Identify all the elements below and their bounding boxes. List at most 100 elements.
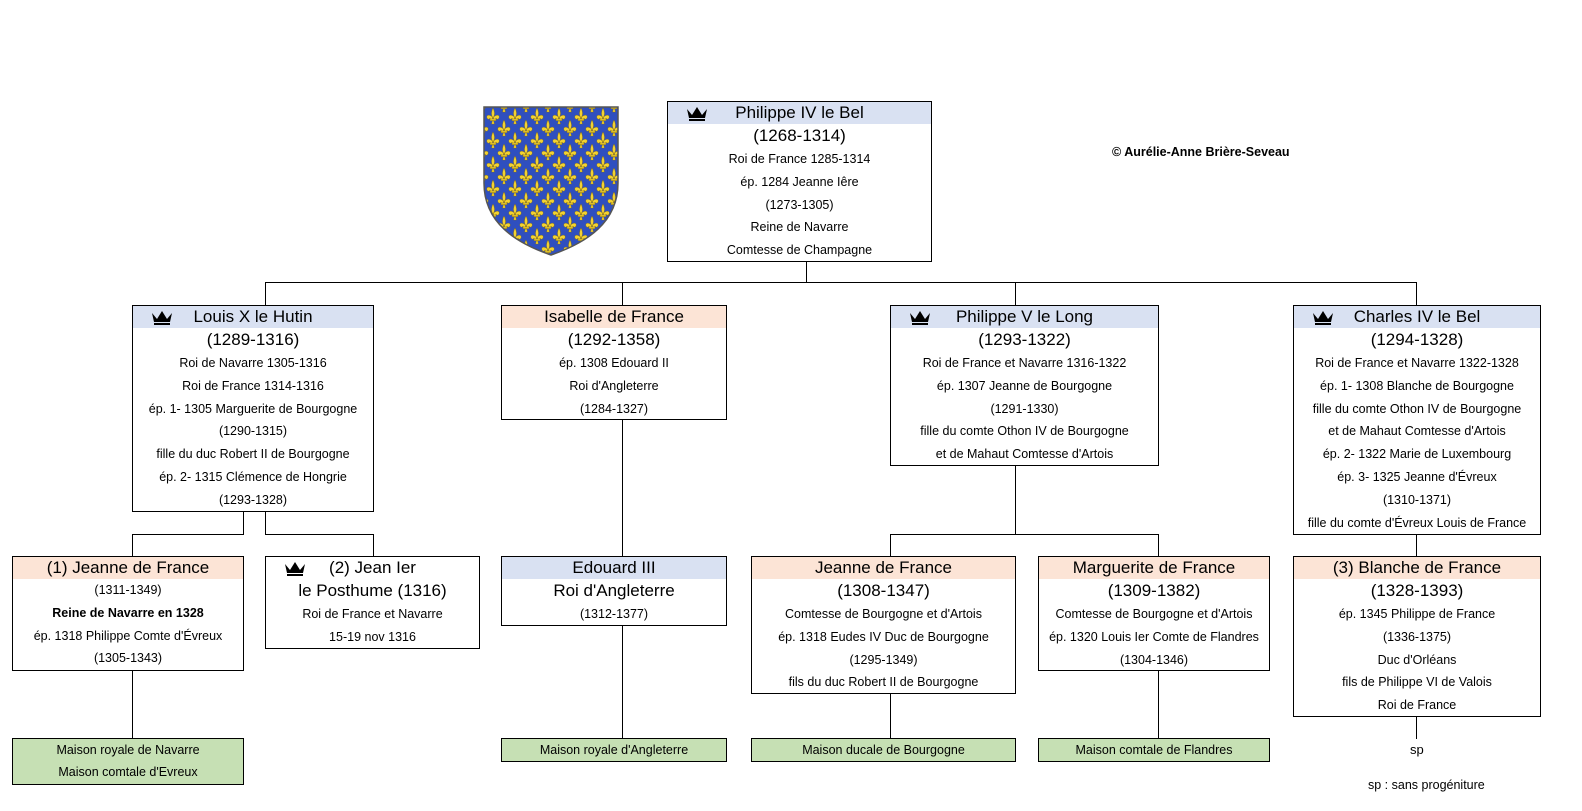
person-line: fils de Philippe VI de Valois [1342, 675, 1492, 690]
person-line: (1295-1349) [849, 652, 918, 667]
person-line: fille du comte d'Évreux Louis de France [1307, 515, 1527, 530]
person-line: ép. 1308 Edouard II [559, 356, 669, 370]
person-header: Louis X le Hutin [133, 306, 373, 328]
crown-icon [910, 311, 930, 325]
person-line: Roi de France 1314-1316 [182, 378, 324, 393]
person-blanche: (3) Blanche de France (1328-1393) ép. 13… [1293, 556, 1541, 717]
person-line: (1311-1349) [94, 583, 162, 597]
person-line: Comtesse de Champagne [726, 243, 873, 258]
sp-marker: sp [1410, 742, 1424, 757]
person-line: (1336-1375) [1382, 629, 1452, 644]
person-line: ép. 3- 1325 Jeanne d'Évreux [1337, 469, 1497, 484]
person-dates: (1294-1328) [1370, 330, 1464, 349]
crown-icon [1313, 311, 1333, 325]
person-line: Roi de Navarre 1305-1316 [179, 356, 327, 370]
person-name: Isabelle de France [544, 307, 684, 326]
sp-legend: sp : sans progéniture [1368, 778, 1485, 792]
fleur-de-lis-shield-icon [483, 106, 619, 256]
maison-flandres: Maison comtale de Flandres [1038, 738, 1270, 762]
person-line: ép. 1320 Louis Ier Comte de Flandres [1049, 629, 1259, 644]
person-charles-iv: Charles IV le Bel (1294-1328) Roi de Fra… [1293, 305, 1541, 535]
person-line: ép. 1- 1305 Marguerite de Bourgogne [148, 401, 358, 416]
person-jean-ier: (2) Jean Ier le Posthume (1316) Roi de F… [265, 556, 480, 649]
person-line: fille du comte Othon IV de Bourgogne [1312, 401, 1522, 416]
person-line: ép. 1- 1308 Blanche de Bourgogne [1320, 378, 1514, 393]
person-line: 15-19 nov 1316 [329, 629, 416, 644]
person-line: ép. 1345 Philippe de France [1338, 607, 1496, 621]
person-philippe-v: Philippe V le Long (1293-1322) Roi de Fr… [890, 305, 1159, 466]
person-header: Isabelle de France [502, 306, 726, 328]
person-name: Philippe V le Long [955, 307, 1094, 326]
maison-label: Maison comtale d'Evreux [58, 765, 198, 779]
person-name: (2) Jean Ier [329, 558, 416, 577]
person-line: Duc d'Orléans [1377, 652, 1457, 667]
person-name: Jeanne de France [814, 558, 953, 577]
person-line: ép. 1318 Eudes IV Duc de Bourgogne [778, 629, 989, 644]
crown-icon [285, 562, 305, 576]
person-edouard-iii: Edouard III Roi d'Angleterre (1312-1377) [501, 556, 727, 626]
person-dates: (1309-1382) [1107, 581, 1201, 600]
person-line: Roi de France 1285-1314 [728, 152, 871, 166]
person-line: et de Mahaut Comtesse d'Artois [1328, 424, 1506, 439]
person-line: Comtesse de Bourgogne et d'Artois [785, 607, 982, 621]
person-isabelle: Isabelle de France (1292-1358) ép. 1308 … [501, 305, 727, 420]
person-line: Roi d'Angleterre [569, 378, 659, 393]
person-name-line2: le Posthume (1316) [298, 581, 447, 600]
person-dates: (1292-1358) [567, 330, 661, 349]
person-name: (1) Jeanne de France [46, 558, 210, 577]
person-name: Louis X le Hutin [193, 307, 313, 326]
copyright-text: © Aurélie-Anne Brière-Seveau [1112, 145, 1290, 159]
person-header: Philippe IV le Bel [668, 102, 931, 124]
person-line: ép. 1318 Philippe Comte d'Évreux [33, 628, 223, 643]
person-louis-x: Louis X le Hutin (1289-1316) Roi de Nava… [132, 305, 374, 512]
person-marguerite: Marguerite de France (1309-1382) Comtess… [1038, 556, 1270, 671]
person-line: Roi de France et Navarre 1316-1322 [922, 356, 1127, 370]
person-line: (1273-1305) [765, 197, 834, 212]
maison-label: Maison royale d'Angleterre [539, 743, 689, 757]
person-line: (1310-1371) [1382, 492, 1452, 507]
crown-icon [687, 107, 707, 121]
maison-label: Maison royale de Navarre [56, 743, 200, 757]
person-line: Reine de Navarre en 1328 [52, 605, 204, 620]
person-dates: (1328-1393) [1370, 581, 1464, 600]
person-line: (1284-1327) [579, 401, 649, 416]
person-name: (3) Blanche de France [1332, 558, 1502, 577]
person-name: Philippe IV le Bel [735, 103, 864, 122]
person-line: Roi de France et Navarre 1322-1328 [1315, 356, 1519, 370]
person-header: Jeanne de France [752, 557, 1015, 579]
person-line: Comtesse de Bourgogne et d'Artois [1055, 607, 1253, 621]
person-name: Charles IV le Bel [1353, 307, 1481, 326]
person-jeanne-bourgogne: Jeanne de France (1308-1347) Comtesse de… [751, 556, 1016, 694]
person-name: Edouard III [572, 558, 656, 577]
person-line: Reine de Navarre [750, 220, 849, 235]
person-header: (3) Blanche de France [1294, 557, 1540, 579]
person-line: fille du duc Robert II de Bourgogne [156, 447, 350, 462]
person-line: ép. 2- 1322 Marie de Luxembourg [1322, 447, 1512, 462]
person-line: (1304-1346) [1119, 652, 1189, 667]
person-philippe-iv: Philippe IV le Bel (1268-1314) Roi de Fr… [667, 101, 932, 262]
person-line: (1290-1315) [218, 424, 288, 439]
person-line: fille du comte Othon IV de Bourgogne [920, 424, 1129, 439]
person-header: Charles IV le Bel [1294, 306, 1540, 328]
person-line: fils du duc Robert II de Bourgogne [788, 675, 979, 690]
person-line: ép. 1284 Jeanne Iêre [740, 174, 859, 189]
crown-icon [152, 311, 172, 325]
person-header: Marguerite de France [1039, 557, 1269, 579]
person-header: (1) Jeanne de France [13, 557, 243, 579]
person-line: ép. 1307 Jeanne de Bourgogne [936, 378, 1113, 393]
person-dates: (1293-1322) [978, 330, 1071, 349]
person-name-line2: Roi d'Angleterre [553, 581, 675, 600]
person-header: Edouard III [502, 557, 726, 579]
person-dates: (1268-1314) [753, 126, 846, 145]
person-line: ép. 2- 1315 Clémence de Hongrie [159, 469, 347, 484]
person-line: et de Mahaut Comtesse d'Artois [935, 447, 1114, 462]
person-line: (1291-1330) [990, 401, 1059, 416]
person-name: Marguerite de France [1072, 558, 1236, 577]
person-line: Roi de France [1377, 698, 1457, 713]
maison-angleterre: Maison royale d'Angleterre [501, 738, 727, 762]
person-header: (2) Jean Ier [266, 557, 479, 579]
person-line: (1305-1343) [93, 651, 163, 666]
person-dates: (1289-1316) [206, 330, 300, 349]
maison-navarre: Maison royale de Navarre Maison comtale … [12, 738, 244, 785]
person-line: (1312-1377) [579, 607, 649, 621]
